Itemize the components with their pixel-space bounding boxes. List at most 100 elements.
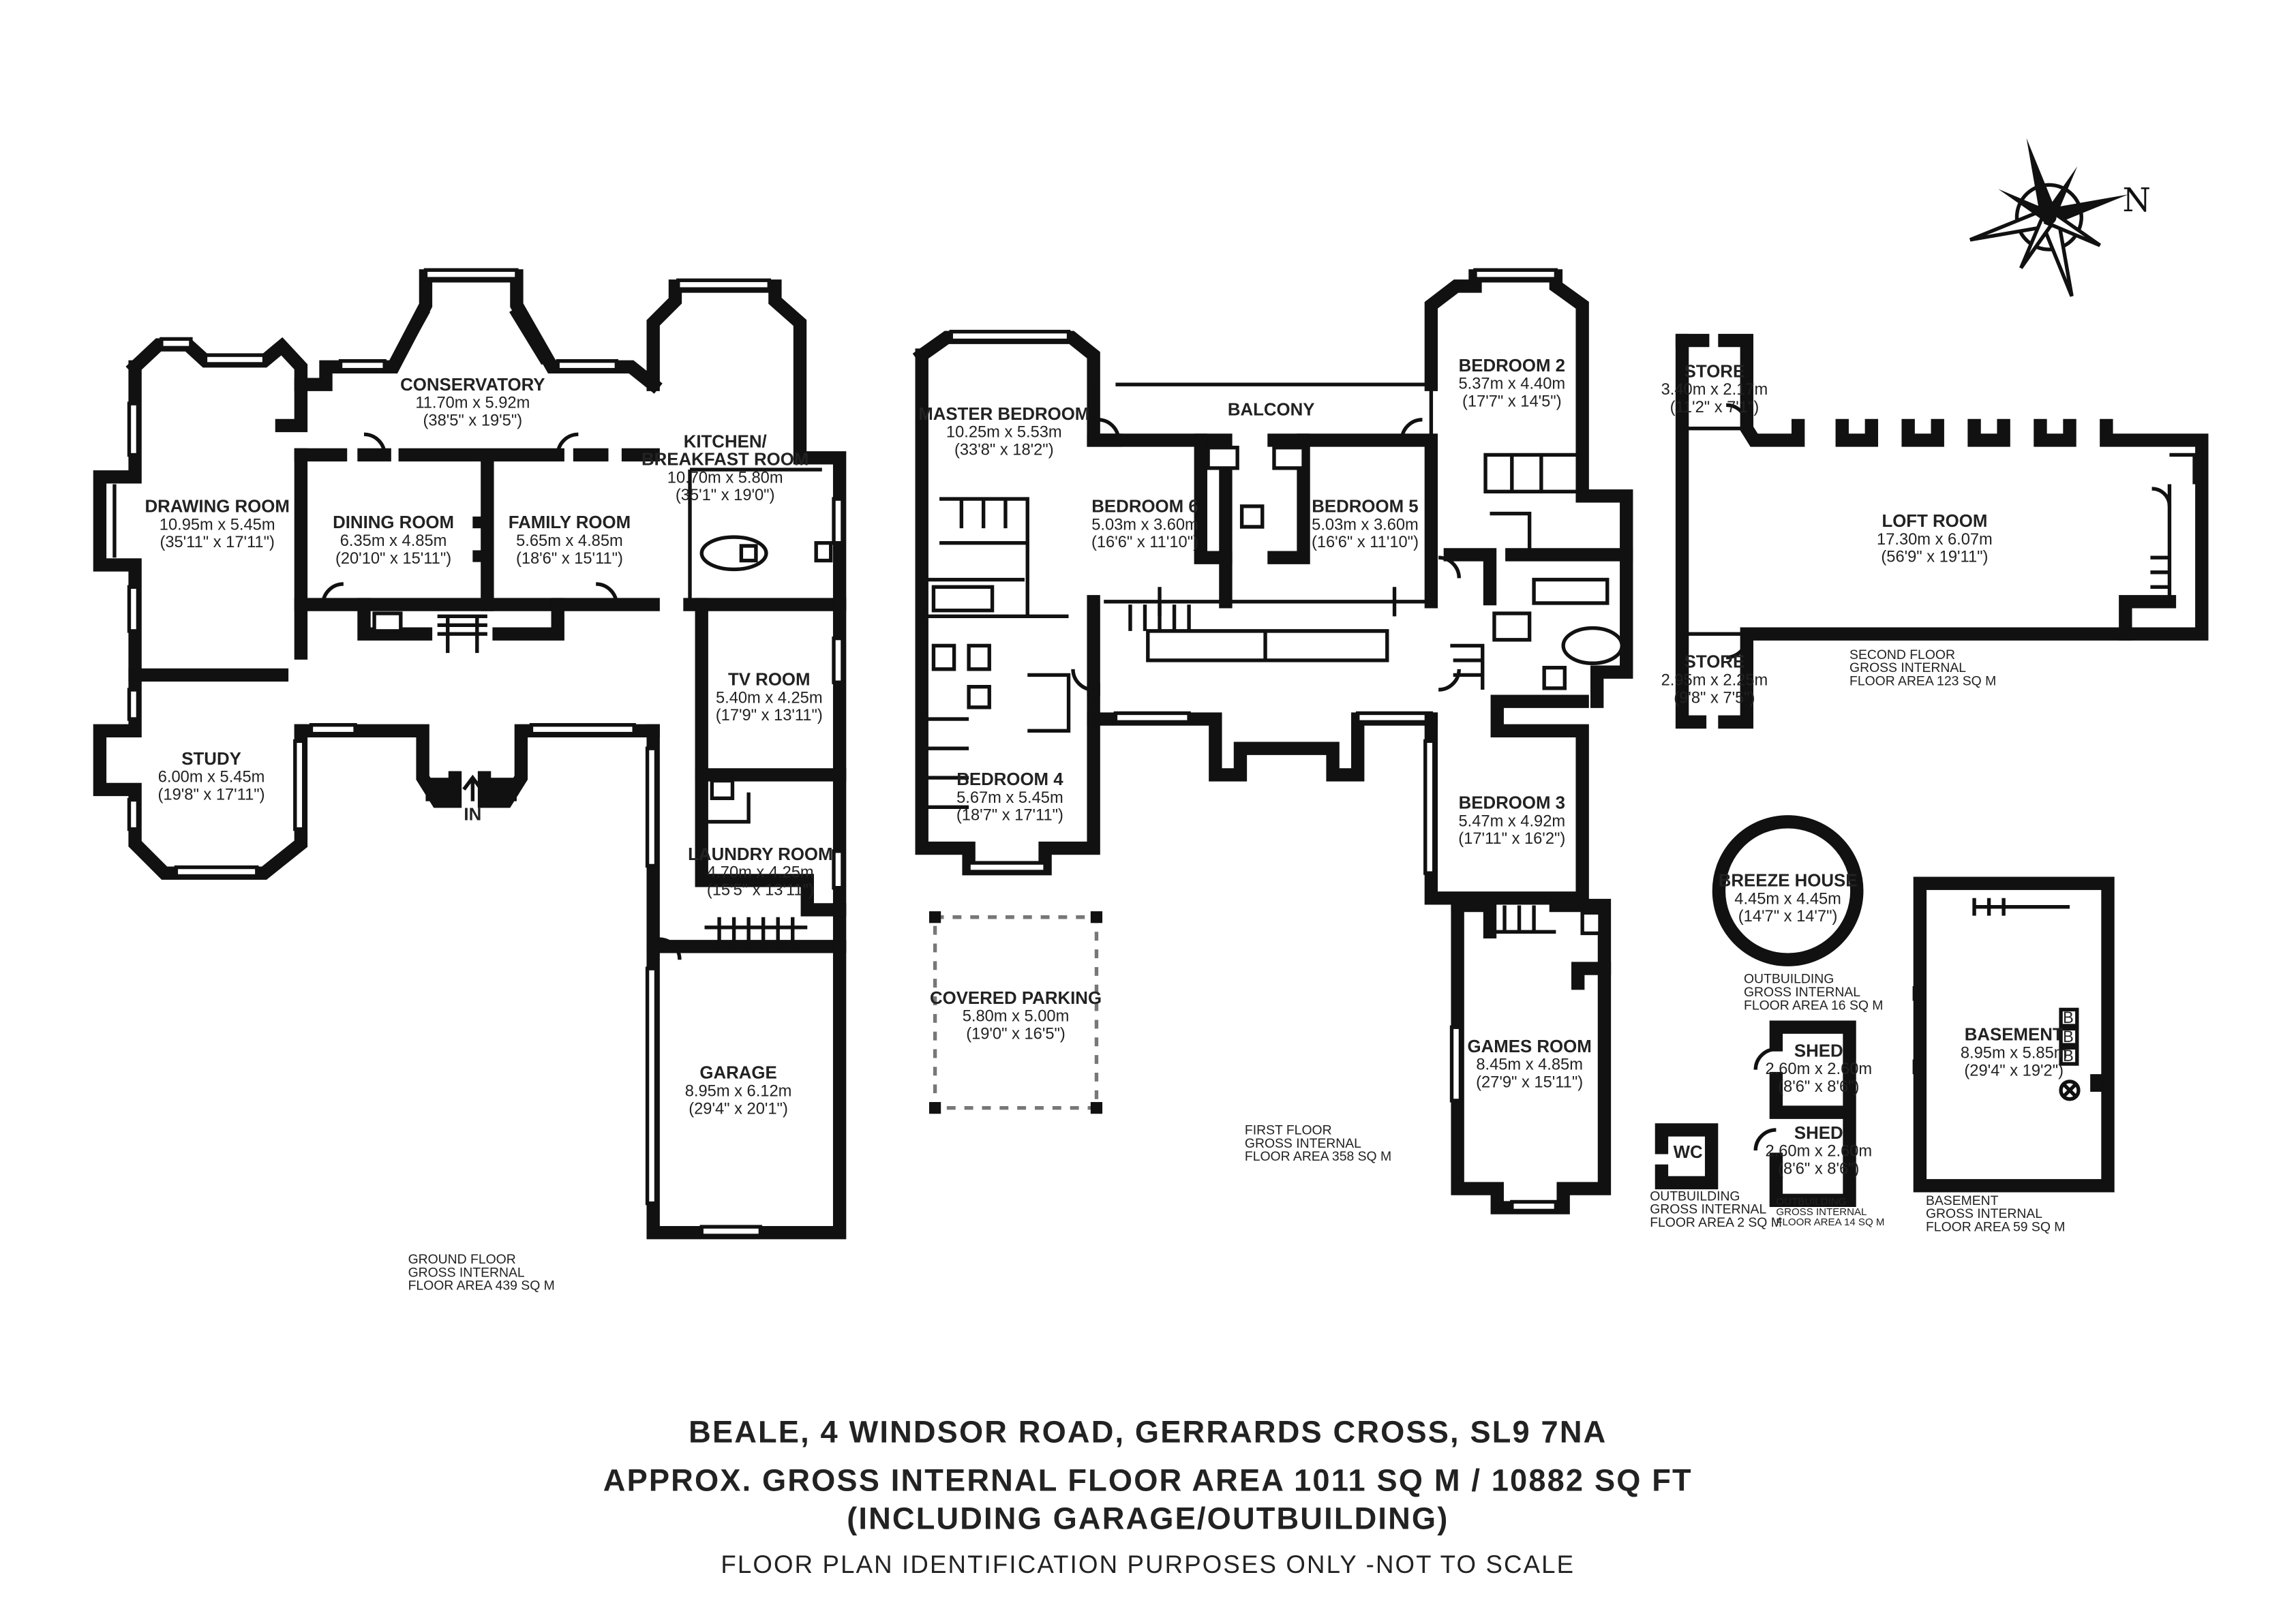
- area-title: APPROX. GROSS INTERNAL FLOOR AREA 1011 S…: [603, 1463, 1693, 1498]
- room-metric: 17.30m x 6.07m: [1877, 531, 1993, 549]
- area-line: GROSS INTERNAL: [1650, 1202, 1766, 1217]
- room-metric: 5.37m x 4.40m: [1459, 376, 1566, 393]
- room-metric: 2.60m x 2.60m: [1766, 1143, 1873, 1161]
- room-imperial: (20'10" x 15'11"): [335, 550, 451, 568]
- room-metric: 11.70m x 5.92m: [415, 395, 530, 412]
- ground-floor-area: GROUND FLOOR GROSS INTERNAL FLOOR AREA 4…: [408, 1252, 555, 1294]
- area-line: FLOOR AREA 14 SQ M: [1776, 1216, 1884, 1228]
- room-name: BREEZE HOUSE: [1719, 872, 1858, 891]
- first-floor-area: FIRST FLOOR GROSS INTERNAL FLOOR AREA 35…: [1245, 1122, 1391, 1164]
- second-floor-area: SECOND FLOOR GROSS INTERNAL FLOOR AREA 1…: [1849, 647, 1996, 689]
- conservatory: CONSERVATORY 11.70m x 5.92m (38'5" x 19'…: [400, 376, 545, 430]
- tv-room: TV ROOM 5.40m x 4.25m (17'9" x 13'11"): [716, 671, 823, 725]
- bedroom-6: BEDROOM 6 5.03m x 3.60m (16'6" x 11'10"): [1091, 497, 1198, 551]
- area-line: GROUND FLOOR: [408, 1252, 516, 1267]
- area-line: GROSS INTERNAL: [1744, 985, 1860, 1000]
- drawing-room: DRAWING ROOM 10.95m x 5.45m (35'11" x 17…: [145, 497, 289, 551]
- room-imperial: (17'11" x 16'2"): [1458, 830, 1565, 848]
- bedroom-4: BEDROOM 4 5.67m x 5.45m (18'7" x 17'11"): [956, 770, 1063, 825]
- footer: BEALE, 4 WINDSOR ROAD, GERRARDS CROSS, S…: [603, 1415, 1693, 1579]
- room-imperial: (29'4" x 20'1"): [689, 1100, 788, 1118]
- room-imperial: (33'8" x 18'2"): [954, 441, 1054, 459]
- room-name: STUDY: [181, 750, 241, 769]
- room-metric: 8.45m x 4.85m: [1476, 1056, 1583, 1074]
- room-labels: DRAWING ROOM 10.95m x 5.45m (35'11" x 17…: [145, 356, 2073, 1178]
- room-metric: 5.47m x 4.92m: [1459, 812, 1566, 830]
- room-name-line2: BREAKFAST ROOM: [641, 450, 809, 470]
- store-lower: STORE 2.95m x 2.25m (9'8" x 7'5"): [1661, 653, 1768, 707]
- address-title: BEALE, 4 WINDSOR ROAD, GERRARDS CROSS, S…: [689, 1415, 1607, 1450]
- room-imperial: (9'8" x 7'5"): [1674, 689, 1755, 707]
- room-name: GARAGE: [699, 1064, 776, 1083]
- room-metric: 3.40m x 2.17m: [1661, 381, 1768, 399]
- outbuilding-2-area: OUTBUILDING GROSS INTERNAL FLOOR AREA 2 …: [1650, 1189, 1782, 1230]
- area-line: GROSS INTERNAL: [1926, 1206, 2042, 1221]
- room-name: BEDROOM 4: [956, 770, 1063, 789]
- garage: GARAGE 8.95m x 6.12m (29'4" x 20'1"): [685, 1064, 792, 1118]
- wc-outbuilding-plan: [1655, 1123, 1719, 1190]
- sheds-plan: [1753, 1020, 1856, 1208]
- first-floor-plan: [912, 268, 1633, 905]
- area-line: FIRST FLOOR: [1245, 1122, 1332, 1137]
- room-metric: 2.60m x 2.60m: [1766, 1060, 1873, 1078]
- area-line: GROSS INTERNAL: [408, 1265, 525, 1280]
- room-name: DRAWING ROOM: [145, 497, 289, 516]
- disclaimer: FLOOR PLAN IDENTIFICATION PURPOSES ONLY …: [721, 1550, 1575, 1578]
- shed-upper: SHED 2.60m x 2.60m (8'6" x 8'6"): [1766, 1041, 1873, 1096]
- room-imperial: (35'11" x 17'11"): [160, 534, 274, 551]
- room-name: LAUNDRY ROOM: [688, 845, 832, 864]
- bedroom-2: BEDROOM 2 5.37m x 4.40m (17'7" x 14'5"): [1459, 356, 1566, 411]
- room-name: BASEMENT: [1965, 1026, 2064, 1045]
- area-line: GROSS INTERNAL: [1849, 660, 1966, 675]
- room-metric: 10.95m x 5.45m: [160, 516, 275, 534]
- room-imperial: (17'7" x 14'5"): [1462, 393, 1562, 410]
- breeze-house: BREEZE HOUSE 4.45m x 4.45m (14'7" x 14'7…: [1719, 872, 1858, 926]
- room-imperial: (14'7" x 14'7"): [1738, 908, 1838, 925]
- loft-room: LOFT ROOM 17.30m x 6.07m (56'9" x 19'11"…: [1877, 512, 1993, 566]
- room-imperial: (16'6" x 11'10"): [1091, 534, 1198, 551]
- boiler-b2: B: [2063, 1028, 2074, 1046]
- outbuilding-16-area: OUTBUILDING GROSS INTERNAL FLOOR AREA 16…: [1744, 972, 1883, 1013]
- bedroom-5: BEDROOM 5 5.03m x 3.60m (16'6" x 11'10"): [1312, 497, 1419, 551]
- room-imperial: (8'6" x 8'6"): [1778, 1078, 1859, 1096]
- dining-room: DINING ROOM 6.35m x 4.85m (20'10" x 15'1…: [333, 513, 454, 568]
- area-line: GROSS INTERNAL: [1245, 1136, 1361, 1151]
- room-metric: 5.03m x 3.60m: [1312, 516, 1419, 534]
- area-line: GROSS INTERNAL: [1776, 1206, 1867, 1218]
- room-name: BEDROOM 5: [1312, 497, 1418, 516]
- room-imperial: (18'7" x 17'11"): [956, 807, 1063, 825]
- north-label: N: [2123, 182, 2151, 219]
- room-imperial: (17'9" x 13'11"): [716, 707, 823, 724]
- study: STUDY 6.00m x 5.45m (19'8" x 17'11"): [158, 750, 265, 804]
- room-imperial: (38'5" x 19'5"): [423, 412, 523, 429]
- room-metric: 8.95m x 6.12m: [685, 1082, 792, 1100]
- room-imperial: (35'1" x 19'0"): [676, 487, 775, 504]
- ground-floor-plan: [93, 268, 847, 1240]
- room-name: TV ROOM: [728, 671, 811, 690]
- master-bedroom: MASTER BEDROOM 10.25m x 5.53m (33'8" x 1…: [918, 405, 1089, 459]
- games-room-plan: [1449, 898, 1612, 1214]
- second-floor-plan: [1675, 333, 2209, 729]
- basement: BASEMENT 8.95m x 5.85m (29'4" x 19'2"): [1961, 1026, 2068, 1080]
- room-imperial: (18'6" x 15'11"): [516, 550, 623, 568]
- room-name: MASTER BEDROOM: [918, 405, 1089, 424]
- room-name: BEDROOM 3: [1459, 793, 1565, 812]
- wc-label: WC: [1674, 1143, 1703, 1162]
- room-imperial: (16'6" x 11'10"): [1312, 534, 1419, 551]
- room-metric: 5.80m x 5.00m: [963, 1008, 1070, 1026]
- room-name: KITCHEN/: [684, 433, 767, 452]
- room-metric: 5.67m x 5.45m: [956, 789, 1063, 807]
- room-name: SHED: [1794, 1041, 1843, 1060]
- room-name: BEDROOM 6: [1091, 497, 1198, 516]
- room-name: CONSERVATORY: [400, 376, 545, 395]
- balcony-label: BALCONY: [1228, 400, 1315, 419]
- room-imperial: (56'9" x 19'11"): [1881, 549, 1988, 566]
- room-metric: 8.95m x 5.85m: [1961, 1044, 2068, 1062]
- room-imperial: (19'8" x 17'11"): [158, 786, 265, 804]
- room-name: FAMILY ROOM: [509, 513, 631, 532]
- in-marker: IN: [464, 806, 481, 825]
- room-name: BEDROOM 2: [1459, 356, 1565, 376]
- bedroom-3: BEDROOM 3 5.47m x 4.92m (17'11" x 16'2"): [1458, 793, 1565, 848]
- including-title: (INCLUDING GARAGE/OUTBUILDING): [847, 1501, 1449, 1536]
- outbuilding-14-area: OUTBUILDING GROSS INTERNAL FLOOR AREA 14…: [1776, 1196, 1884, 1228]
